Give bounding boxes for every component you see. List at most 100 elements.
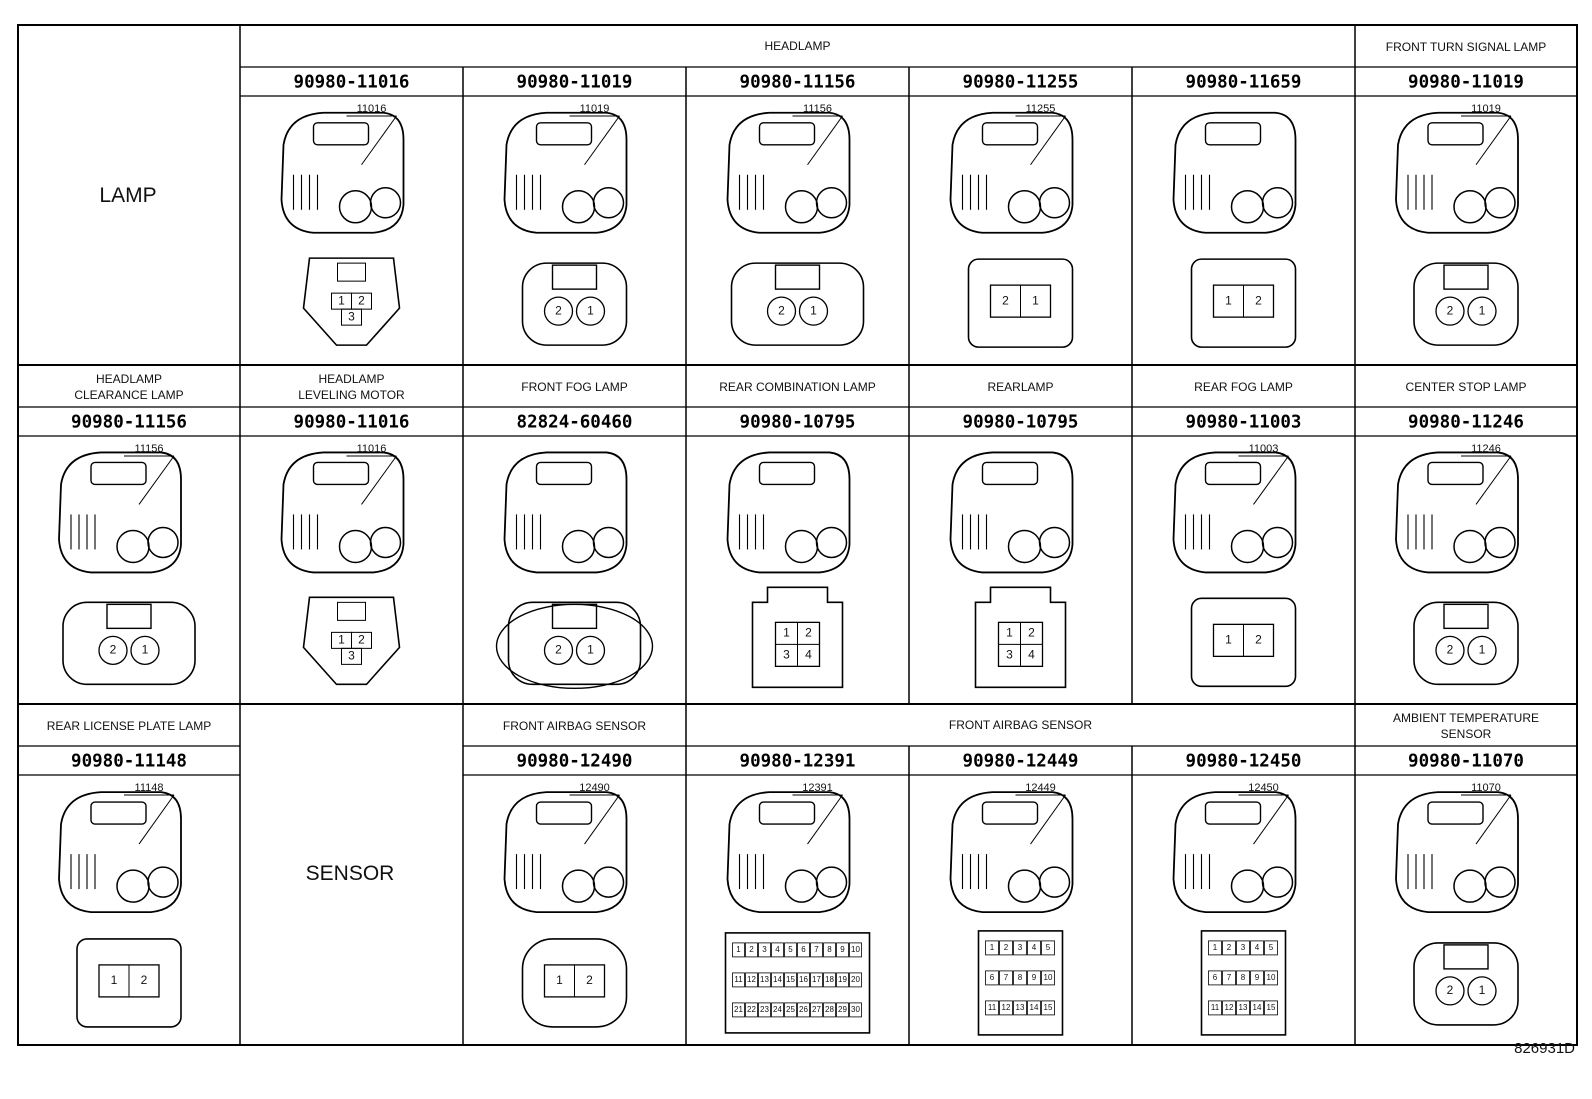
pin-label: 10 [1044,973,1053,982]
pin-cavity [784,1002,797,1018]
part-number: 90980-10795 [740,413,856,433]
pin-label: 8 [1018,973,1023,982]
pin-cavity [1236,1000,1250,1016]
part-number: 90980-12391 [740,752,856,772]
pin-cavity [1236,940,1250,956]
latch [337,601,366,621]
pin-cavity [784,942,797,958]
pin-cavity [771,972,784,988]
pin-cavity [732,942,745,958]
pin-label: 2 [358,633,365,647]
terminal-hole [1038,187,1071,219]
terminal-hole [1230,869,1265,903]
pin-cavity [1264,940,1278,956]
pin-cavity [985,970,999,986]
pin-cavity [1264,970,1278,986]
connector-face [62,601,196,686]
pin-label: 1 [1225,293,1232,307]
connector-face [1200,930,1287,1036]
housing-outline [949,791,1074,913]
connector-title: FRONT TURN SIGNAL LAMP [1386,40,1546,54]
connector-title-line: FRONT TURN SIGNAL LAMP [1386,40,1546,54]
latch [337,262,366,282]
callout-leader [1030,115,1066,166]
pin-label: 9 [1032,973,1037,982]
pin-cavity [836,942,849,958]
terminal-hole [1261,866,1294,898]
pin-label: 2 [1447,643,1454,657]
pin-cavity [745,972,758,988]
connector-title: FRONT FOG LAMP [521,380,627,394]
part-number: 90980-11156 [71,413,187,433]
pin-cavity [766,296,797,326]
pin-label: 13 [1016,1003,1025,1012]
pin-label: 3 [1018,943,1023,952]
callout-leader [361,455,397,505]
part-number: 90980-11070 [1408,752,1524,772]
connector-title-line: REAR FOG LAMP [1194,380,1293,394]
housing-outline [58,791,182,913]
callout-label: 11070 [1471,782,1501,794]
pin-label: 4 [1255,943,1260,952]
callout-label: 12490 [579,782,610,794]
lock-tab [90,461,147,486]
terminal-hole [784,529,819,564]
part-number: 90980-10795 [963,413,1079,433]
lock-tab [312,461,370,486]
housing-outline [1395,111,1519,234]
terminal-hole [1007,869,1042,903]
pin-label: 1 [587,303,594,317]
pin-label: 1 [556,973,563,987]
pin-cavity [999,970,1013,986]
pin-label: 18 [825,975,834,984]
terminal-hole [784,190,819,224]
pin-label: 23 [760,1005,769,1014]
housing-outline [949,451,1074,574]
pin-cavity [732,972,745,988]
latch [774,264,821,290]
pin-label: 12 [747,975,756,984]
pin-label: 7 [814,945,819,954]
housing-outline [1172,111,1297,234]
terminal-hole [561,190,596,224]
pin-label: 8 [1241,973,1246,982]
pin-label: 11 [1211,1003,1220,1012]
callout-label: 11019 [580,103,610,115]
pin-label: 2 [586,973,593,987]
callout-leader [584,794,620,845]
connector-title: REAR LICENSE PLATE LAMP [47,719,212,733]
terminal-hole [561,869,596,903]
pin-cavity [758,972,771,988]
pin-cavity [1222,1000,1236,1016]
pin-cavity [823,1002,836,1018]
pin-label: 1 [587,643,594,657]
connector-face [1413,942,1519,1026]
terminal-hole [1007,529,1042,564]
pin-label: 1 [810,303,817,317]
pin-label: 14 [773,975,782,984]
pin-cavity [575,635,606,666]
connector-title-line: CLEARANCE LAMP [74,388,183,402]
terminal-hole [369,526,402,559]
pin-label: 1 [1479,303,1486,317]
housing-outline [280,451,405,574]
connector-title-line: HEADLAMP [318,372,384,386]
connector-face [751,586,844,689]
pin-label: 14 [1030,1003,1039,1012]
housing-outline [1395,451,1519,574]
pin-label: 25 [786,1005,795,1014]
pin-cavity [1027,1000,1041,1016]
pin-cavity [341,308,362,326]
lock-tab [758,122,816,146]
pin-label: 1 [783,626,790,640]
pin-label: 2 [1227,943,1232,952]
pin-cavity [1435,976,1465,1006]
lock-tab [1204,122,1262,146]
pin-label: 2 [749,945,754,954]
pin-cavity [1467,976,1497,1006]
